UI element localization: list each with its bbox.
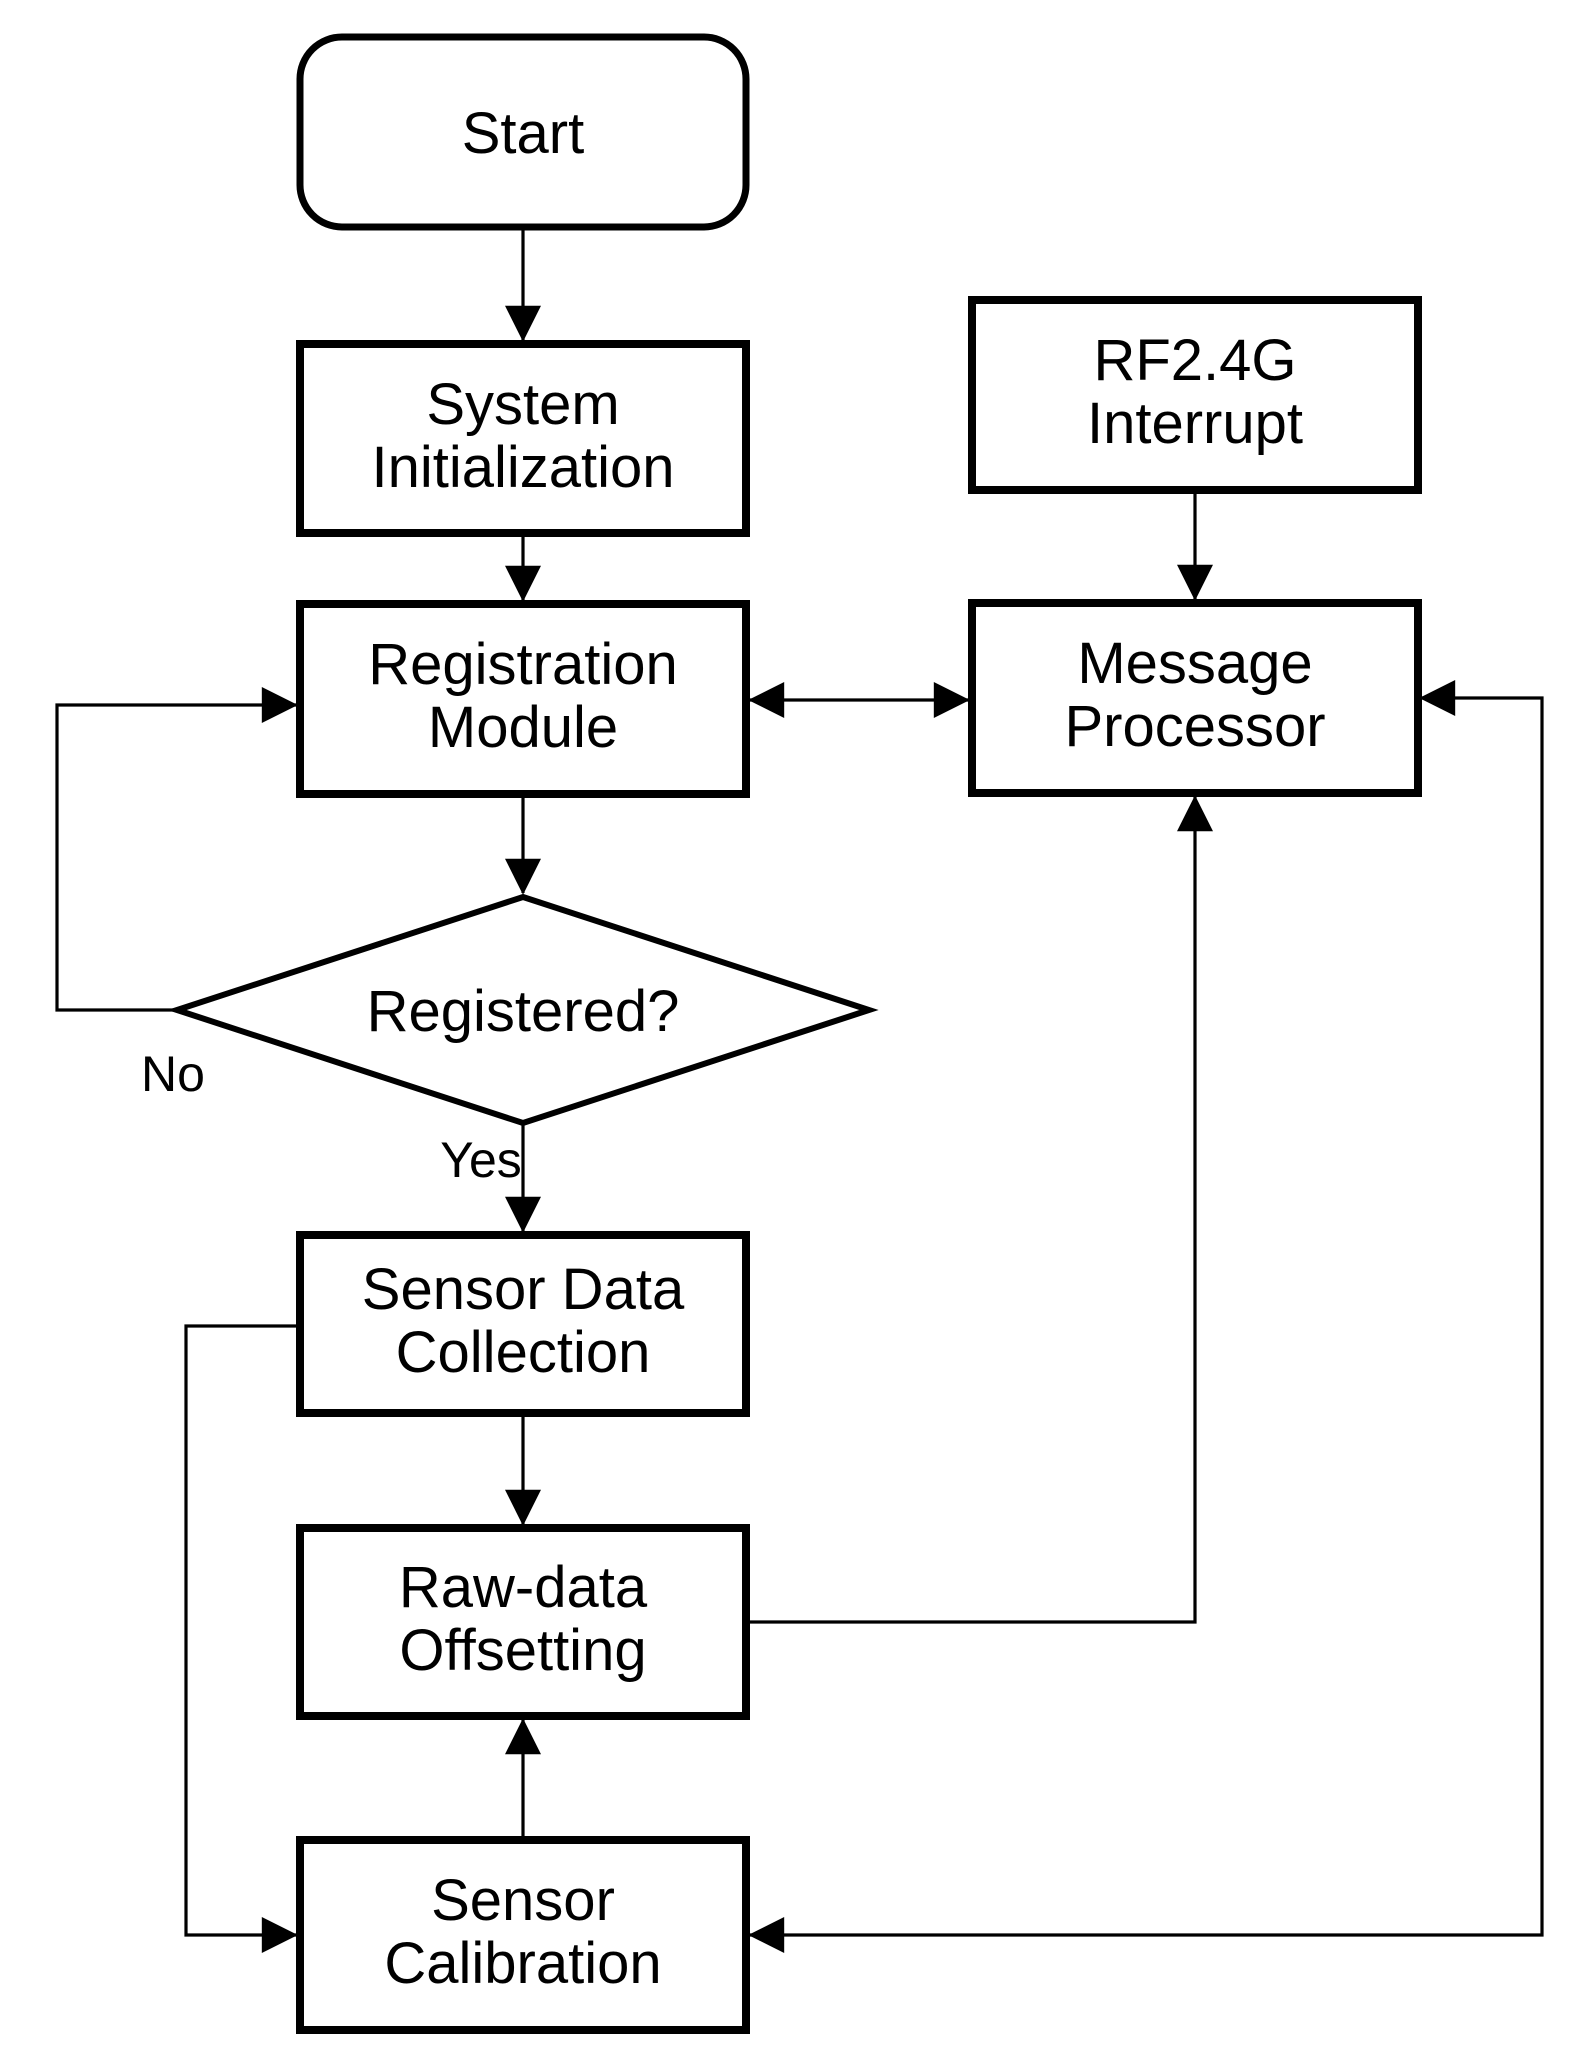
rf-interrupt-shape [968,296,1422,494]
registered-decision-label: Registered? [367,979,680,1044]
edge-raw-data-offsetting-to-message-processor [746,795,1213,1624]
message-processor-shape [968,599,1422,797]
branch-label-yes: Yes [440,1132,522,1188]
registration-module-label-line2: Module [428,695,618,760]
registration-module-label-line1: Registration [368,632,677,697]
sensor-calibration-label-line1: Sensor [431,1868,615,1933]
edge-message-processor-sensor-calibration-bidirectional [748,680,1544,1953]
sensor-calibration-shape [296,1836,750,2034]
branch-label-no: No [141,1046,205,1102]
node-rf-interrupt: RF2.4G Interrupt [968,296,1422,494]
raw-data-offsetting-label-line2: Offsetting [399,1618,646,1683]
edges [55,227,1544,1953]
edge-sensor-data-collection-to-sensor-calibration [184,1324,300,1953]
registered-decision-shape [167,893,879,1127]
system-initialization-label-line1: System [426,372,619,437]
node-registered-decision: Registered? [167,893,879,1127]
node-sensor-data-collection: Sensor Data Collection [296,1231,750,1417]
rf-interrupt-label-line1: RF2.4G [1093,328,1296,393]
sensor-calibration-label-line2: Calibration [384,1931,661,1996]
raw-data-offsetting-shape [296,1524,750,1720]
sensor-data-collection-shape [296,1231,750,1417]
start-label: Start [462,101,585,166]
message-processor-label-line1: Message [1077,631,1312,696]
system-initialization-label-line2: Initialization [371,435,674,500]
sensor-data-collection-label-line2: Collection [396,1320,651,1385]
node-message-processor: Message Processor [968,599,1422,797]
start-terminator-shape [296,33,750,231]
node-start: Start [296,33,750,231]
registration-module-shape [296,600,750,798]
raw-data-offsetting-label-line1: Raw-data [399,1555,648,1620]
node-system-initialization: System Initialization [296,340,750,537]
node-registration-module: Registration Module [296,600,750,798]
sensor-data-collection-label-line1: Sensor Data [362,1257,685,1322]
edge-registered-no-to-registration-module [55,687,298,1012]
node-raw-data-offsetting: Raw-data Offsetting [296,1524,750,1720]
rf-interrupt-label-line2: Interrupt [1087,391,1303,456]
node-sensor-calibration: Sensor Calibration [296,1836,750,2034]
message-processor-label-line2: Processor [1064,694,1325,759]
system-initialization-shape [296,340,750,537]
